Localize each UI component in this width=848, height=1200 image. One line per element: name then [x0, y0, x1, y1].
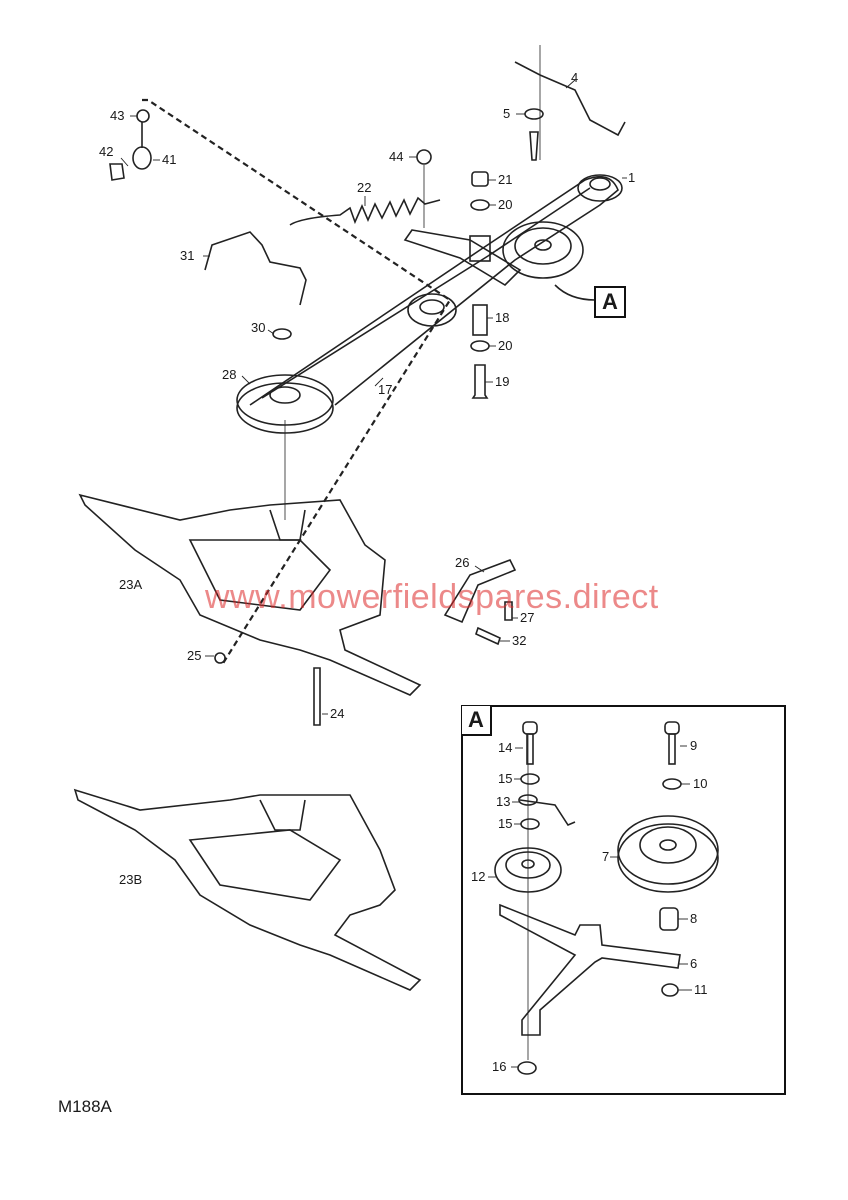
label-part-7: 7 — [602, 849, 610, 864]
label-part-13: 13 — [496, 794, 511, 809]
label-part-4: 4 — [571, 70, 579, 85]
wire-part-4 — [514, 61, 626, 137]
bolt-part-27 — [504, 601, 513, 621]
label-part-21: 21 — [498, 172, 513, 187]
transaxle-part-23a — [78, 493, 422, 696]
label-part-9: 9 — [690, 738, 698, 753]
transaxle-part-23b — [73, 788, 422, 991]
label-part-10: 10 — [693, 776, 708, 791]
pulley-part-7 — [617, 815, 719, 885]
nut-part-44 — [416, 149, 432, 165]
bracket-part-26 — [443, 558, 517, 624]
label-part-42: 42 — [99, 144, 114, 159]
label-part-44: 44 — [389, 149, 404, 164]
label-part-1: 1 — [628, 170, 636, 185]
label-part-30: 30 — [251, 320, 266, 335]
spring-part-22 — [289, 196, 441, 226]
spacer-part-18 — [472, 304, 488, 336]
bolt-part-19 — [471, 364, 489, 399]
wire-part-31 — [204, 231, 307, 306]
label-part-15-upper: 15 — [498, 771, 513, 786]
detail-callout-a: A — [594, 286, 626, 318]
label-part-6: 6 — [690, 956, 698, 971]
idler-pulley-a — [502, 221, 584, 279]
idler-pulley-center — [407, 293, 457, 327]
bolt-part-32 — [475, 626, 501, 646]
bolt-part-24 — [313, 667, 321, 726]
label-part-19: 19 — [495, 374, 510, 389]
label-part-18: 18 — [495, 310, 510, 325]
nut-part-42 — [109, 163, 125, 181]
nut-part-16 — [517, 1061, 537, 1075]
label-part-20-upper: 20 — [498, 197, 513, 212]
belt-part-17 — [249, 175, 619, 406]
label-part-28: 28 — [222, 367, 237, 382]
spacer-part-21 — [471, 171, 489, 187]
screw-part-5 — [529, 131, 539, 161]
label-part-17: 17 — [378, 382, 393, 397]
label-part-23b: 23B — [119, 872, 143, 887]
dashed-linkage — [142, 98, 452, 666]
nut-part-43 — [136, 109, 150, 123]
washer-part-20-upper — [470, 199, 490, 211]
label-part-15-lower: 15 — [498, 816, 513, 831]
label-part-22: 22 — [357, 180, 372, 195]
lever-part-13 — [519, 799, 576, 827]
label-part-24: 24 — [330, 706, 345, 721]
inset-callout-a: A — [462, 706, 492, 736]
detail-inset-frame — [461, 705, 786, 1095]
label-part-27: 27 — [520, 610, 535, 625]
bracket-part-6 — [499, 903, 681, 1036]
pulley-part-1 — [577, 174, 623, 202]
label-part-43: 43 — [110, 108, 125, 123]
label-part-11: 11 — [694, 982, 708, 997]
watermark-text: www.mowerfieldspares.direct — [205, 578, 659, 616]
washer-part-20-lower — [470, 340, 490, 352]
label-part-14: 14 — [498, 740, 513, 755]
washer-part-30 — [272, 328, 292, 340]
label-part-20-lower: 20 — [498, 338, 513, 353]
bracket-arm — [403, 229, 522, 287]
nut-part-25 — [214, 652, 226, 664]
label-part-41: 41 — [162, 152, 177, 167]
label-part-23a: 23A — [119, 577, 143, 592]
label-part-26: 26 — [455, 555, 470, 570]
label-part-25: 25 — [187, 648, 202, 663]
label-part-32: 32 — [512, 633, 527, 648]
label-part-12: 12 — [471, 869, 486, 884]
drawing-code: M188A — [58, 1097, 112, 1116]
label-part-16: 16 — [492, 1059, 507, 1074]
label-part-5: 5 — [503, 106, 511, 121]
eye-bolt-part-41 — [132, 146, 152, 170]
label-part-8: 8 — [690, 911, 698, 926]
callout-arrow — [554, 284, 596, 301]
label-part-31: 31 — [180, 248, 195, 263]
